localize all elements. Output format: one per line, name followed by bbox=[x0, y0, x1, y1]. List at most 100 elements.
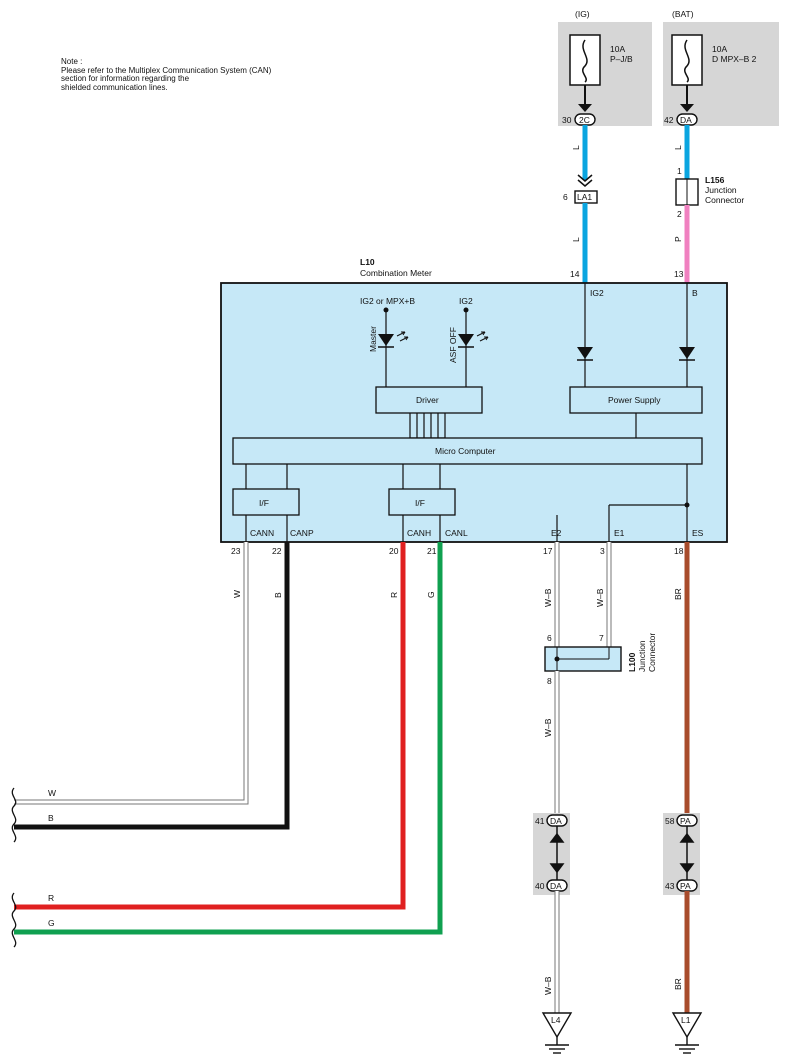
l100-pin7: 7 bbox=[599, 633, 604, 643]
l156-name2: Connector bbox=[705, 195, 744, 205]
break-mark-icon bbox=[11, 787, 17, 948]
wire-label-g: G bbox=[426, 591, 436, 598]
wire-b bbox=[14, 542, 290, 830]
fuse-ig-icon bbox=[569, 34, 601, 86]
connector-da-pin: 42 bbox=[664, 115, 674, 125]
fuse-ig-header: (IG) bbox=[575, 9, 590, 19]
connector-2c-label: 2C bbox=[579, 115, 590, 125]
supply-1-label: IG2 or MPX+B bbox=[360, 296, 415, 306]
ground-l4-label: L4 bbox=[551, 1015, 561, 1025]
driver-block bbox=[375, 386, 483, 414]
micro-computer-label: Micro Computer bbox=[435, 446, 496, 456]
ground-l1-icon bbox=[671, 1012, 703, 1054]
meter-pin13: 13 bbox=[674, 269, 684, 279]
if-block-1 bbox=[232, 488, 300, 516]
power-supply-block bbox=[569, 386, 703, 414]
pa-top-pin: 58 bbox=[665, 816, 675, 826]
meter-ig2: IG2 bbox=[590, 288, 604, 298]
note-line-1: Please refer to the Multiplex Communicat… bbox=[61, 65, 272, 75]
wire-label-r: R bbox=[389, 592, 399, 598]
wire-w bbox=[14, 542, 249, 805]
wire-label-out-b: B bbox=[48, 813, 54, 823]
fuse-ig-rating: 10A bbox=[610, 44, 625, 54]
da-bot-label: DA bbox=[550, 881, 562, 891]
connector-2c-pin: 30 bbox=[562, 115, 572, 125]
led-asf-off-icon bbox=[458, 331, 489, 348]
led-master-icon bbox=[378, 331, 409, 348]
supply-2-label: IG2 bbox=[459, 296, 473, 306]
l100-pin6: 6 bbox=[547, 633, 552, 643]
wire-label-wb2: W–B bbox=[595, 588, 605, 607]
pa-top-label: PA bbox=[680, 816, 691, 826]
wire-label-l1: L bbox=[571, 145, 581, 150]
note-text: Note : Please refer to the Multiplex Com… bbox=[61, 57, 272, 92]
arrow-icon bbox=[680, 104, 694, 112]
da-top-label: DA bbox=[550, 816, 562, 826]
fuse-ig-name: P–J/B bbox=[610, 54, 633, 64]
meter-name: Combination Meter bbox=[360, 268, 432, 278]
l100-name2: Connector bbox=[647, 633, 657, 672]
meter-pin14: 14 bbox=[570, 269, 580, 279]
meter-b: B bbox=[692, 288, 698, 298]
wire-label-wb4: W–B bbox=[543, 976, 553, 995]
note-line-3: shielded communication lines. bbox=[61, 82, 168, 92]
pa-bot-label: PA bbox=[680, 881, 691, 891]
wire-label-out-g: G bbox=[48, 918, 55, 928]
diode-ig2-icon bbox=[577, 347, 593, 361]
fuse-bat-name: D MPX–B 2 bbox=[712, 54, 757, 64]
arrow-icon bbox=[578, 104, 592, 112]
connector-la1-pin: 6 bbox=[563, 192, 568, 202]
pin-21: 21 bbox=[427, 546, 437, 556]
meter-code: L10 bbox=[360, 257, 375, 267]
chevron-down-icon bbox=[577, 174, 593, 182]
wire-label-br2: BR bbox=[673, 978, 683, 990]
power-supply-label: Power Supply bbox=[608, 395, 661, 405]
da-top-pin: 41 bbox=[535, 816, 545, 826]
if-label-2: I/F bbox=[415, 498, 425, 508]
da-bot-pin: 40 bbox=[535, 881, 545, 891]
ground-l4-icon bbox=[541, 1012, 573, 1054]
wire-g bbox=[14, 542, 443, 935]
l100-pin8: 8 bbox=[547, 676, 552, 686]
pa-bot-pin: 43 bbox=[665, 881, 675, 891]
arrow-up-icon bbox=[679, 832, 695, 843]
led-master-label: Master bbox=[368, 326, 378, 352]
led-asf-off-label: ASF OFF bbox=[448, 327, 458, 363]
wire-label-w: W bbox=[232, 590, 242, 598]
fuse-bat-header: (BAT) bbox=[672, 9, 694, 19]
wire-label-br1: BR bbox=[673, 588, 683, 600]
pin-cann: CANN bbox=[250, 528, 274, 538]
driver-label: Driver bbox=[416, 395, 439, 405]
wire-r bbox=[14, 542, 406, 910]
micro-computer-block bbox=[232, 437, 703, 465]
note-title: Note : bbox=[61, 57, 83, 66]
pin-20: 20 bbox=[389, 546, 399, 556]
chevron-down-icon bbox=[577, 179, 593, 187]
connector-da-label: DA bbox=[680, 115, 692, 125]
pin-es: ES bbox=[692, 528, 704, 538]
ground-l1-label: L1 bbox=[681, 1015, 691, 1025]
l156-name1: Junction bbox=[705, 185, 737, 195]
pin-3: 3 bbox=[600, 546, 605, 556]
l100-code: L100 bbox=[627, 652, 637, 672]
pin-e2: E2 bbox=[551, 528, 562, 538]
if-label-1: I/F bbox=[259, 498, 269, 508]
pin-22: 22 bbox=[272, 546, 282, 556]
wire-label-b: B bbox=[273, 592, 283, 598]
wire-label-p: P bbox=[673, 236, 683, 242]
wire-label-out-w: W bbox=[48, 788, 56, 798]
wire-label-wb1: W–B bbox=[543, 588, 553, 607]
pin-17: 17 bbox=[543, 546, 553, 556]
l156-pin-out: 2 bbox=[677, 209, 682, 219]
if-block-2 bbox=[388, 488, 456, 516]
wire-label-l2: L bbox=[571, 237, 581, 242]
pin-23: 23 bbox=[231, 546, 241, 556]
arrow-down-icon bbox=[549, 863, 565, 874]
fuse-bat-rating: 10A bbox=[712, 44, 727, 54]
arrow-down-icon bbox=[679, 863, 695, 874]
wire-label-wb3: W–B bbox=[543, 718, 553, 737]
l100-name1: Junction bbox=[637, 640, 647, 672]
l156-code: L156 bbox=[705, 175, 725, 185]
pin-canp: CANP bbox=[290, 528, 314, 538]
